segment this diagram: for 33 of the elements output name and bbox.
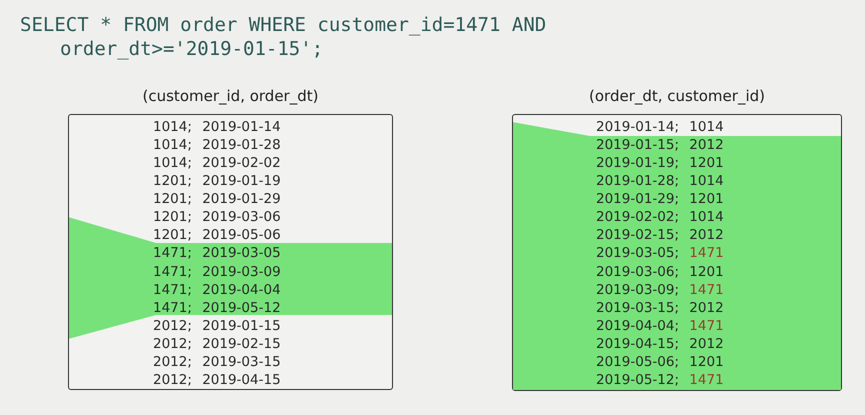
index-entry: 2019-01-19; 1201: [596, 155, 724, 172]
index-entry: 1471; 2019-03-05: [153, 245, 281, 262]
index-entry: 2012; 2019-03-15: [153, 354, 281, 371]
index-heading: (order_dt, customer_id): [588, 87, 766, 105]
index-entry: 2012; 2019-01-15: [153, 318, 281, 335]
index-entry: 2019-03-06; 1201: [596, 264, 724, 281]
index-entry: 2019-03-15; 2012: [596, 300, 724, 317]
index-entry: 2019-03-05; 1471: [596, 245, 724, 262]
index-entry: 1471; 2019-05-12: [153, 300, 281, 317]
index-entry: 2019-04-04; 1471: [596, 318, 724, 335]
index-entry: 2012; 2019-02-15: [153, 336, 281, 353]
index-entry: 1201; 2019-03-06: [153, 209, 281, 226]
index-entry: 1471; 2019-04-04: [153, 282, 281, 299]
index-entry: 2019-02-15; 2012: [596, 227, 724, 244]
index-entry: 2019-01-28; 1014: [596, 173, 724, 190]
index-entry: 2019-03-09; 1471: [596, 282, 724, 299]
index-entry: 2019-05-06; 1201: [596, 354, 724, 371]
index-heading: (customer_id, order_dt): [142, 87, 320, 105]
sql-query: SELECT * FROM order WHERE customer_id=1471 AND order_dt>='2019-01-15';: [20, 13, 548, 61]
index-entry: 2019-04-15; 2012: [596, 336, 724, 353]
index-entry: 1014; 2019-01-14: [153, 119, 281, 136]
index-entry: 2019-05-12; 1471: [596, 372, 724, 389]
index-entry: 1014; 2019-01-28: [153, 137, 281, 154]
index-entry: 2019-01-15; 2012: [596, 137, 724, 154]
index-entry: 2019-01-14; 1014: [596, 119, 724, 136]
index-entry: 1471; 2019-03-09: [153, 264, 281, 281]
index-entry: 2012; 2019-04-15: [153, 372, 281, 389]
index-entry: 1201; 2019-05-06: [153, 227, 281, 244]
index-entry: 2019-01-29; 1201: [596, 191, 724, 208]
index-entry: 1014; 2019-02-02: [153, 155, 281, 172]
index-entry: 1201; 2019-01-29: [153, 191, 281, 208]
index-entry: 2019-02-02; 1014: [596, 209, 724, 226]
index-entry: 1201; 2019-01-19: [153, 173, 281, 190]
